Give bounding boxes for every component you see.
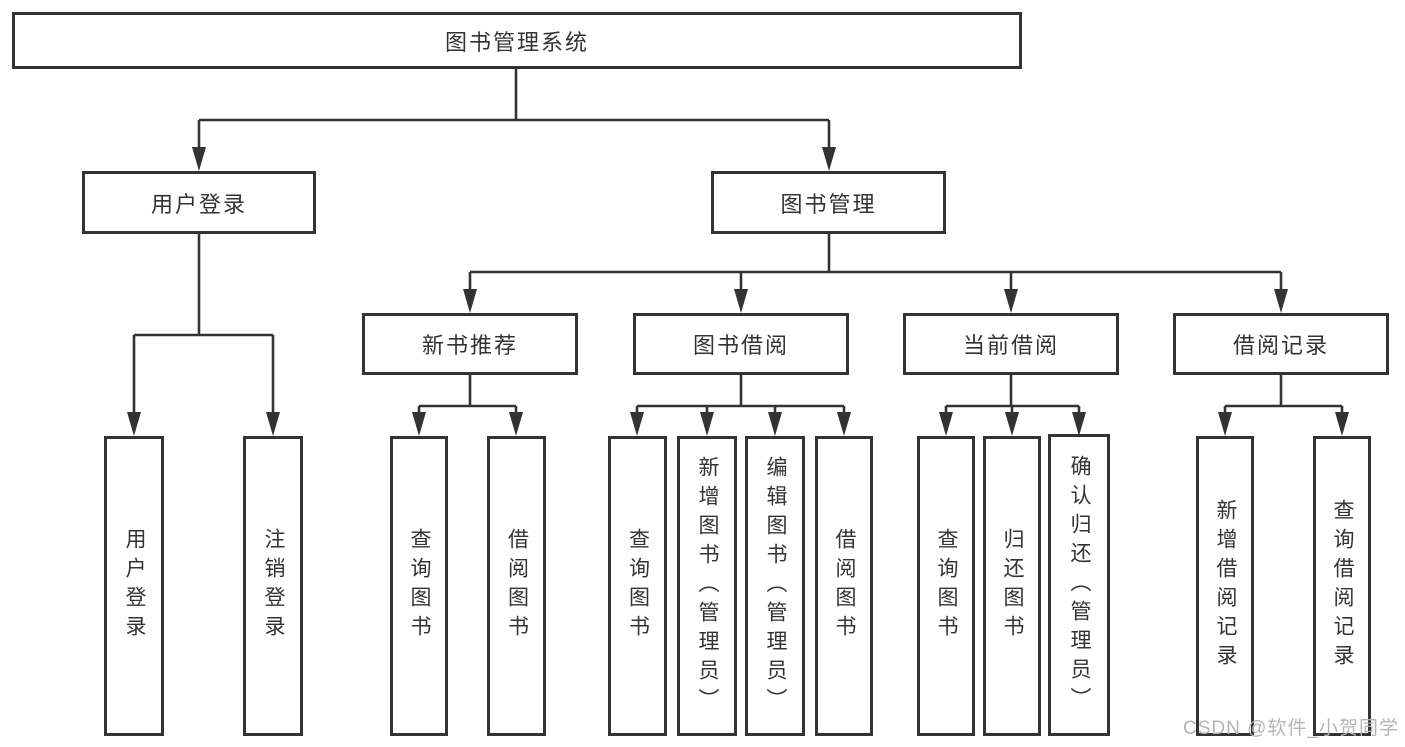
leaf-bb-add-book-admin-label: 新增图书（管理员） xyxy=(696,455,719,717)
leaf-nbr-borrow-book: 借阅图书 xyxy=(487,436,546,736)
node-borrow-record: 借阅记录 xyxy=(1173,313,1389,375)
leaf-br-add-record: 新增借阅记录 xyxy=(1196,436,1254,736)
leaf-user-login-label: 用户登录 xyxy=(123,528,146,644)
node-current-borrow: 当前借阅 xyxy=(903,313,1119,375)
node-root-label: 图书管理系统 xyxy=(444,29,589,55)
leaf-cb-query-book: 查询图书 xyxy=(917,436,975,736)
leaf-bb-edit-book-admin-label: 编辑图书（管理员） xyxy=(764,455,787,717)
leaf-bb-borrow-book: 借阅图书 xyxy=(815,436,873,736)
leaf-cb-query-book-label: 查询图书 xyxy=(935,528,958,644)
leaf-bb-add-book-admin: 新增图书（管理员） xyxy=(677,436,737,736)
leaf-bb-edit-book-admin: 编辑图书（管理员） xyxy=(745,436,805,736)
leaf-br-add-record-label: 新增借阅记录 xyxy=(1214,499,1237,673)
node-new-book-recommend: 新书推荐 xyxy=(362,313,578,375)
node-book-borrow-label: 图书借阅 xyxy=(692,333,789,358)
node-book-borrow: 图书借阅 xyxy=(633,313,849,375)
csdn-watermark: CSDN @软件_小贺同学 xyxy=(1183,718,1399,739)
leaf-user-login: 用户登录 xyxy=(104,436,164,736)
node-user-login-label: 用户登录 xyxy=(150,191,247,217)
leaf-bb-query-book-label: 查询图书 xyxy=(626,528,650,644)
node-borrow-record-label: 借阅记录 xyxy=(1232,333,1329,358)
leaf-logout: 注销登录 xyxy=(243,436,303,736)
leaf-br-query-record-label: 查询借阅记录 xyxy=(1331,499,1354,673)
arrowheads xyxy=(127,147,1349,436)
node-book-management-label: 图书管理 xyxy=(780,191,877,217)
leaf-cb-confirm-return-admin: 确认归还（管理员） xyxy=(1048,434,1110,736)
leaf-nbr-borrow-book-label: 借阅图书 xyxy=(505,528,529,644)
leaf-nbr-query-book: 查询图书 xyxy=(390,436,448,736)
leaf-bb-borrow-book-label: 借阅图书 xyxy=(833,528,856,644)
node-new-book-recommend-label: 新书推荐 xyxy=(421,333,518,358)
node-root: 图书管理系统 xyxy=(12,12,1022,69)
leaf-bb-query-book: 查询图书 xyxy=(608,436,667,736)
leaf-br-query-record: 查询借阅记录 xyxy=(1313,436,1371,736)
node-user-login: 用户登录 xyxy=(82,171,316,234)
node-current-borrow-label: 当前借阅 xyxy=(962,333,1059,358)
node-book-management: 图书管理 xyxy=(711,171,946,234)
leaf-logout-label: 注销登录 xyxy=(262,528,285,644)
leaf-cb-return-book-label: 归还图书 xyxy=(1001,528,1024,644)
leaf-cb-confirm-return-admin-label: 确认归还（管理员） xyxy=(1068,454,1091,716)
leaf-nbr-query-book-label: 查询图书 xyxy=(408,528,431,644)
leaf-cb-return-book: 归还图书 xyxy=(983,436,1041,736)
